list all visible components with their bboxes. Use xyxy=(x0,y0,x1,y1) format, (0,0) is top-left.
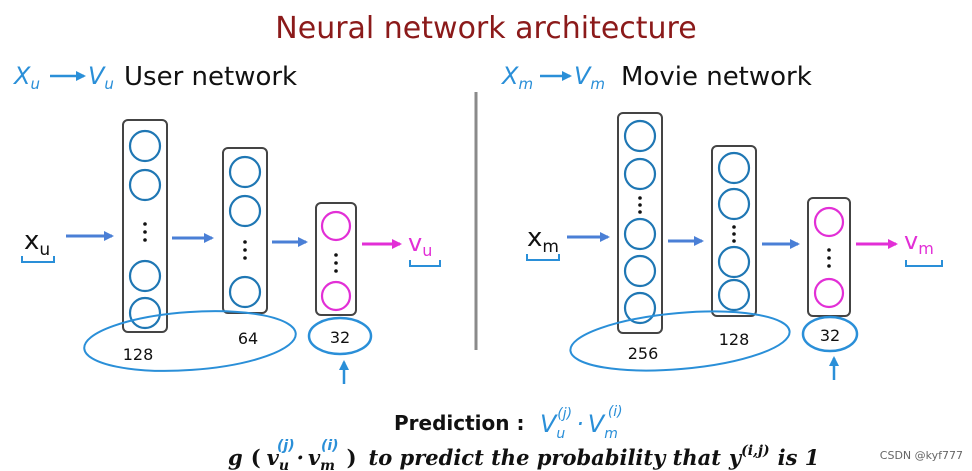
ellipsis-dot xyxy=(334,261,338,265)
user-hidden-layers-ellipse xyxy=(83,310,297,372)
movie-layer-2-node xyxy=(717,187,751,221)
movie-layer-1-node xyxy=(623,291,657,325)
user-layer-3-size: 32 xyxy=(330,328,350,347)
movie-input-underline xyxy=(526,254,560,261)
movie-hand-annotation: Xm Vm xyxy=(500,62,605,93)
ellipsis-dot xyxy=(827,248,831,252)
ellipsis-dot xyxy=(334,269,338,273)
movie-layer-1-size: 256 xyxy=(628,344,659,363)
watermark: CSDN @kyf777 xyxy=(880,449,963,462)
user-layer-2-node xyxy=(228,275,262,309)
movie-layer-2-node xyxy=(717,278,751,312)
movie-hand-v: Vm xyxy=(574,62,605,93)
movie-layer-1-node xyxy=(623,217,657,251)
ellipsis-dot xyxy=(334,253,338,257)
user-layer-3-node xyxy=(320,210,352,242)
movie-layer-3-node xyxy=(813,206,845,238)
prediction-section: Prediction : Vu(j)·Vm(i) g(vu(j)·vm(i))t… xyxy=(228,404,819,471)
user-input-label: xu xyxy=(24,226,50,260)
ellipsis-dot xyxy=(827,264,831,268)
ellipsis-dot xyxy=(243,248,247,252)
user-hand-v: Vu xyxy=(88,62,114,93)
movie-layer-2-size: 128 xyxy=(719,330,750,349)
ellipsis-dot xyxy=(732,225,736,229)
user-layer-1-node xyxy=(128,296,162,330)
ellipsis-dot xyxy=(732,232,736,236)
user-network-heading: User network xyxy=(124,62,297,92)
user-layer-1-node xyxy=(128,129,162,163)
user-layer-1 xyxy=(122,119,168,333)
ellipsis-dot xyxy=(243,240,247,244)
movie-hand-x: Xm xyxy=(500,62,533,93)
movie-layer-1-node xyxy=(623,157,657,191)
user-layer-1-node xyxy=(128,259,162,293)
movie-input-label: xm xyxy=(527,223,559,257)
page-title: Neural network architecture xyxy=(275,11,696,46)
ellipsis-dot xyxy=(143,222,147,226)
ellipsis-dot xyxy=(243,256,247,260)
movie-output-size-ellipse xyxy=(801,315,859,353)
movie-output-underline xyxy=(905,260,943,267)
ellipsis-dot xyxy=(638,196,642,200)
ellipsis-dot xyxy=(638,203,642,207)
ellipsis-dot xyxy=(143,238,147,242)
movie-network-heading: Movie network xyxy=(621,62,812,92)
user-layer-2-size: 64 xyxy=(238,329,258,348)
user-output-underline xyxy=(409,260,441,267)
movie-layer-1-node xyxy=(623,119,657,153)
user-network: Xu Vu User network xu 128 64 xyxy=(12,62,441,384)
movie-output-label: vm xyxy=(904,227,934,258)
movie-layer-1 xyxy=(617,112,663,334)
user-layer-3-node xyxy=(320,280,352,312)
user-hand-x: Xu xyxy=(12,62,40,93)
user-layer-2-node xyxy=(228,155,262,189)
user-layer-1-node xyxy=(128,168,162,202)
user-layer-3 xyxy=(315,202,357,316)
ellipsis-dot xyxy=(638,210,642,214)
user-layer-1-size: 128 xyxy=(123,345,154,364)
user-hand-annotation: Xu Vu xyxy=(12,62,114,93)
ellipsis-dot xyxy=(143,230,147,234)
prediction-label: Prediction : xyxy=(394,411,524,435)
ellipsis-dot xyxy=(732,239,736,243)
movie-layer-2-node xyxy=(717,151,751,185)
user-output-size-ellipse xyxy=(307,316,373,356)
movie-hidden-layers-ellipse xyxy=(569,310,791,372)
user-input-underline xyxy=(21,256,55,263)
prediction-hand-formula: Vu(j)·Vm(i) xyxy=(540,404,623,442)
user-output-label: vu xyxy=(408,229,432,260)
user-layer-2-node xyxy=(228,194,262,228)
movie-layer-2 xyxy=(711,145,757,317)
prediction-formula: g(vu(j)·vm(i))to predict the probability… xyxy=(228,438,819,471)
ellipsis-dot xyxy=(827,256,831,260)
movie-layer-3-node xyxy=(813,277,845,309)
movie-layer-3-size: 32 xyxy=(820,326,840,345)
movie-layer-2-node xyxy=(717,245,751,279)
movie-network: Xm Vm Movie network xm 256 128 xyxy=(500,62,943,380)
movie-layer-1-node xyxy=(623,254,657,288)
